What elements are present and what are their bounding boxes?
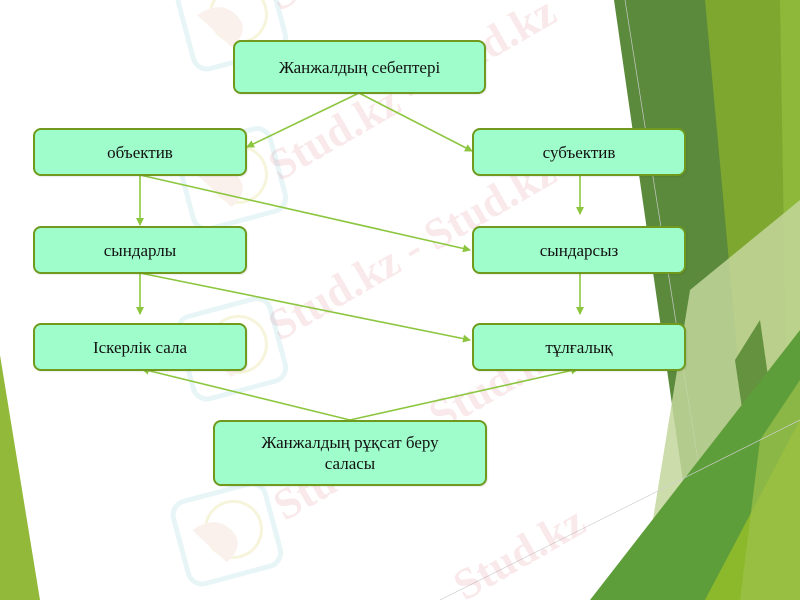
root-node-label: Жанжалдың себептері	[278, 57, 441, 77]
node-business-label: Іскерлік сала	[92, 337, 188, 357]
arrow-bottom-to-business	[141, 366, 351, 421]
arrow-root-to-objective	[246, 92, 360, 148]
arrow-root-to-subjective	[358, 92, 473, 152]
node-constructive: сындарлы	[33, 226, 247, 274]
node-destructive-label: сындарсыз	[539, 240, 619, 260]
arrow-constructive-to-personal	[139, 272, 471, 343]
node-subjective: субъектив	[472, 128, 686, 176]
arrow-objective-to-destructive	[139, 174, 471, 253]
node-subjective-label: субъектив	[542, 142, 616, 162]
arrow-bottom-to-personal	[349, 366, 579, 421]
node-business: Іскерлік сала	[33, 323, 247, 371]
node-personal-label: тұлғалық	[545, 337, 613, 357]
bottom-node-label: Жанжалдың рұқсат беру саласы	[261, 433, 439, 473]
root-node: Жанжалдың себептері	[233, 40, 486, 94]
node-personal: тұлғалық	[472, 323, 686, 371]
node-constructive-label: сындарлы	[103, 240, 177, 260]
node-destructive: сындарсыз	[472, 226, 686, 274]
node-objective: объектив	[33, 128, 247, 176]
node-objective-label: объектив	[107, 142, 173, 162]
bottom-node: Жанжалдың рұқсат беру саласы	[213, 420, 487, 486]
